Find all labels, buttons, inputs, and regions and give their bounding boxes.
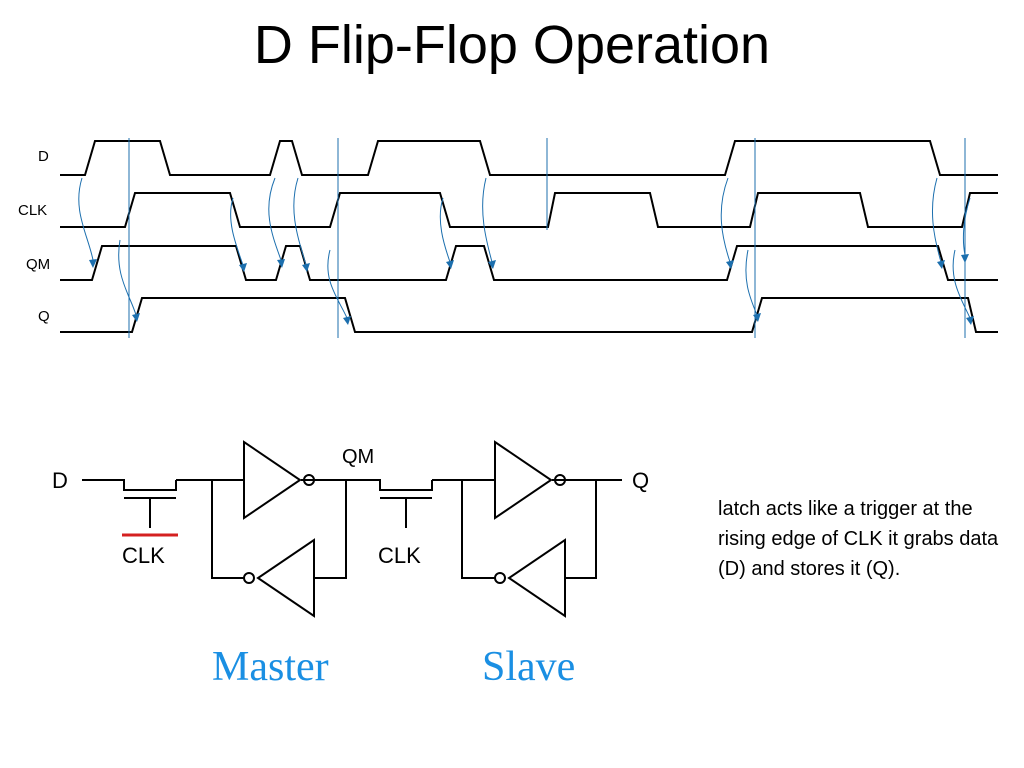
slave-feedback-loop (432, 479, 622, 579)
slave-feedback-inverter (507, 538, 566, 618)
causality-arrow (482, 177, 493, 263)
output-label-q: Q (632, 468, 649, 493)
causality-arrow (932, 177, 942, 263)
signal-label-clk: CLK (18, 202, 47, 219)
waveform-qm (60, 245, 998, 281)
signal-label-qm: QM (26, 256, 50, 273)
node-label-qm: QM (342, 446, 374, 468)
master-feedback-loop (176, 479, 347, 579)
timing-diagram: D CLK QM Q (18, 138, 998, 338)
arrowhead (239, 263, 247, 272)
causality-arrow (78, 177, 94, 261)
inversion-bubble (494, 572, 506, 584)
slave-forward-inverter (494, 440, 553, 520)
inversion-bubble (554, 474, 566, 486)
slide-title: D Flip-Flop Operation (253, 15, 771, 75)
causality-arrow (268, 177, 282, 261)
master-pass-gate (82, 479, 177, 491)
causality-arrow (952, 249, 971, 319)
master-clock-label: CLK (122, 543, 165, 568)
arrowhead (132, 313, 140, 322)
master-slave-circuit: D Q QM CLK CLK (52, 440, 649, 618)
inversion-bubble (303, 474, 315, 486)
arrowhead (961, 254, 969, 263)
slave-label: Slave (482, 644, 576, 690)
master-label: Master (212, 644, 329, 690)
causality-arrow (745, 249, 758, 316)
arrowhead (343, 316, 351, 325)
causality-arrow (962, 197, 971, 256)
inversion-bubble (243, 572, 255, 584)
slave-pass-gate (346, 479, 433, 491)
input-label-d: D (52, 468, 68, 493)
waveform-clk (60, 192, 998, 228)
arrowhead (488, 260, 496, 269)
arrowhead (446, 260, 454, 269)
arrowhead (753, 313, 761, 322)
waveform-q (60, 297, 998, 333)
causality-arrow (327, 249, 348, 319)
causality-arrow (439, 197, 451, 263)
arrowhead (277, 259, 285, 268)
slave-clock-label: CLK (378, 543, 421, 568)
master-forward-inverter (243, 440, 302, 520)
waveform-d (60, 140, 998, 176)
causality-arrow (118, 239, 137, 316)
causality-arrow (720, 177, 731, 263)
description-text: latch acts like a trigger at the rising … (718, 498, 999, 580)
arrowhead (302, 263, 310, 272)
arrowhead (726, 260, 734, 269)
arrowhead (937, 260, 945, 269)
causality-arrow (230, 197, 244, 266)
arrowhead (966, 316, 974, 325)
signal-label-d: D (38, 148, 49, 165)
arrowhead (89, 259, 97, 268)
causality-arrow (293, 177, 307, 266)
signal-label-q: Q (38, 308, 50, 325)
master-feedback-inverter (256, 538, 315, 618)
